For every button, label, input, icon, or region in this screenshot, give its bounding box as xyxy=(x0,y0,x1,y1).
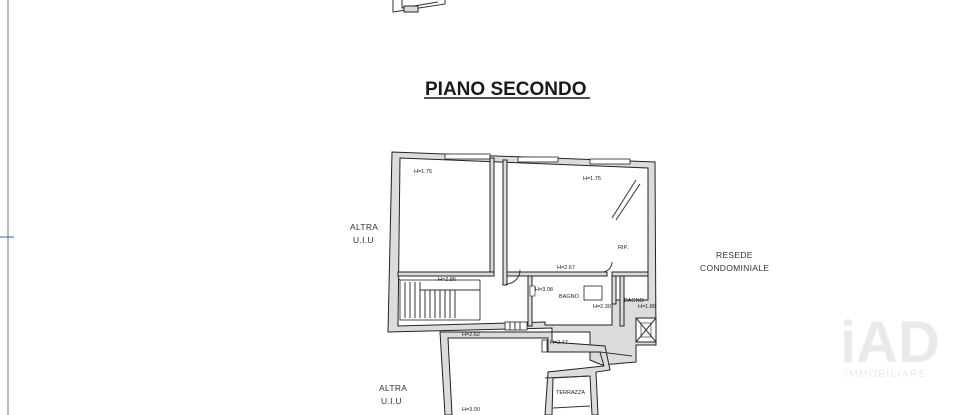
label-altra-top-2: U.I.U xyxy=(353,235,374,245)
window-top-1 xyxy=(444,153,491,160)
room-label-rip: RIP. xyxy=(618,245,628,251)
window-top-3 xyxy=(589,158,631,165)
main-building xyxy=(387,151,657,366)
height-label-5: H=3.08 xyxy=(535,287,553,293)
label-altra-bottom-2: U.I.U xyxy=(381,396,402,406)
upper-plan-fragment xyxy=(392,0,446,13)
height-label-8: H=2.62 xyxy=(462,332,480,338)
bath-fixture xyxy=(583,285,603,301)
svg-text:iAD: iAD xyxy=(840,310,940,375)
label-resede-1: RESEDE xyxy=(716,250,753,260)
height-label-10: H=3.00 xyxy=(462,407,480,413)
label-resede-2: CONDOMINIALE xyxy=(700,263,769,273)
room-label-bagno-1: BAGNO xyxy=(559,294,580,300)
label-altra-bottom-1: ALTRA xyxy=(379,383,407,393)
height-label-7: H=1.86 xyxy=(638,304,656,310)
height-label-9: H=2.47 xyxy=(550,340,568,346)
lower-building xyxy=(439,331,633,415)
window-top-2 xyxy=(517,156,559,163)
iad-watermark-logo: iAD IMMOBILIARE xyxy=(840,310,941,381)
height-label-4: H=2.67 xyxy=(557,265,575,271)
height-label-6: H=2.30 xyxy=(593,304,611,310)
height-label-1: H=1.75 xyxy=(414,169,432,175)
height-label-3: H=2.86 xyxy=(438,277,456,283)
svg-text:IMMOBILIARE: IMMOBILIARE xyxy=(845,369,927,380)
room-label-terrazza: TERRAZZA xyxy=(556,390,585,396)
label-altra-top-1: ALTRA xyxy=(350,222,378,232)
height-label-2: H=1.75 xyxy=(583,176,601,182)
staircase xyxy=(399,279,481,321)
room-label-bagno-2: BAGNO xyxy=(624,298,645,304)
plan-title: PIANO SECONDO xyxy=(425,79,587,100)
shaft-box xyxy=(635,317,657,343)
